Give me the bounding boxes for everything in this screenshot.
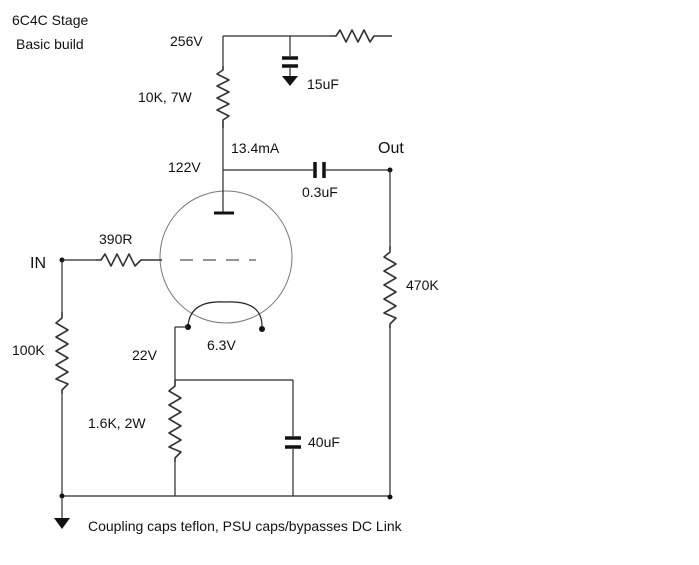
plate-output-path [223, 162, 393, 178]
supply-cap-label: 15uF [307, 76, 339, 92]
cathode-bypass-cap-label: 40uF [308, 434, 340, 450]
supply-voltage-label: 256V [170, 33, 203, 49]
input-label: IN [30, 255, 46, 272]
heater-pin-right [259, 326, 265, 332]
tube-envelope [159, 190, 293, 324]
grid-stopper-resistor [96, 253, 162, 267]
plate-voltage-label: 122V [168, 159, 201, 175]
output-resistor [383, 170, 397, 497]
ground-bus [54, 493, 393, 529]
coupling-cap-label: 0.3uF [302, 184, 338, 200]
footnote: Coupling caps teflon, PSU caps/bypasses … [88, 518, 403, 534]
plate-current-label: 13.4mA [231, 140, 280, 156]
grid-leak-label: 100K [12, 342, 45, 358]
cathode-voltage-label: 22V [132, 347, 158, 363]
cathode-resistor [168, 380, 182, 462]
supply-capacitor [282, 36, 298, 86]
grid-stopper-label: 390R [99, 231, 132, 247]
output-resistor-label: 470K [406, 277, 439, 293]
supply-cap-ground-symbol [282, 76, 298, 86]
title-line-1: 6C4C Stage [12, 12, 88, 28]
ground-symbol [54, 518, 70, 529]
supply-rail [223, 29, 392, 43]
tube-heater [187, 301, 263, 327]
heater-voltage-label: 6.3V [207, 337, 236, 353]
output-label: Out [378, 140, 404, 157]
triode-tube [159, 170, 293, 332]
ground-node-right [387, 494, 393, 500]
plate-resistor-label: 10K, 7W [138, 89, 192, 105]
cathode-circuit [168, 326, 301, 496]
grid-leak-resistor [55, 260, 69, 496]
plate-resistor [216, 36, 230, 170]
cathode-resistor-label: 1.6K, 2W [88, 415, 146, 431]
supply-rail-resistor [330, 29, 392, 43]
title-line-2: Basic build [16, 36, 84, 52]
input-path [59, 253, 162, 267]
